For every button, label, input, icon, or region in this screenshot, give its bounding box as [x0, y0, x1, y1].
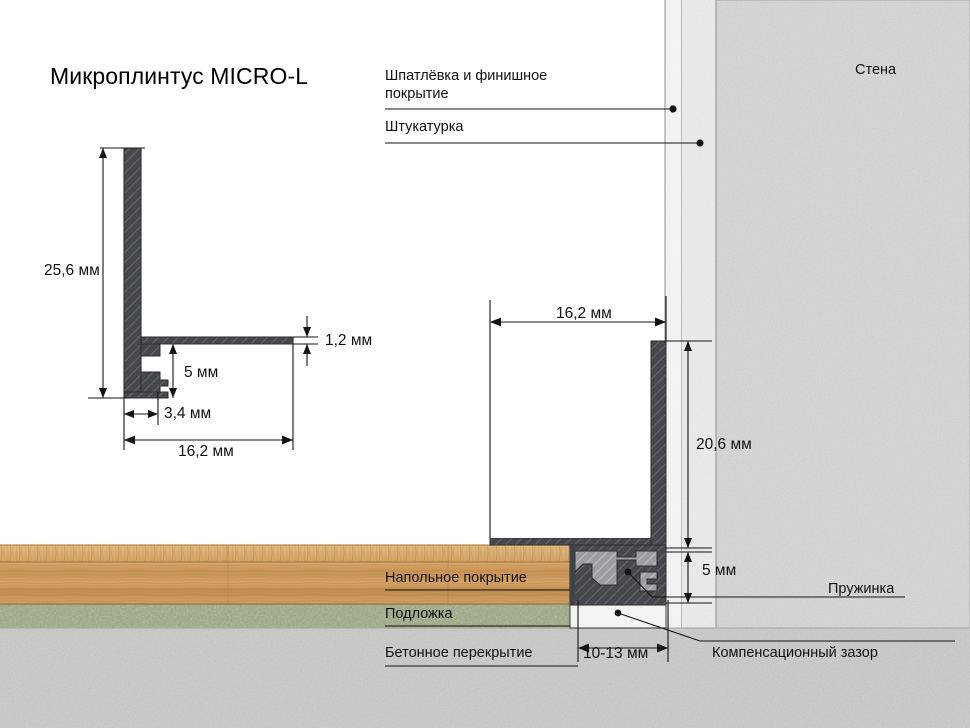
wall-putty-layer [664, 0, 681, 642]
floor-covering-layer [0, 544, 570, 605]
expansion-gap-void [569, 604, 667, 629]
installed-dimension-lines [489, 296, 712, 662]
installed-profile [489, 340, 667, 606]
wall-plaster-layer [680, 0, 717, 642]
underlay-layer [0, 603, 570, 628]
callout-leaders [385, 105, 955, 667]
wall-concrete-layer [715, 0, 970, 643]
concrete-slab-layer [0, 627, 970, 728]
profile-dimension-lines [88, 147, 318, 450]
